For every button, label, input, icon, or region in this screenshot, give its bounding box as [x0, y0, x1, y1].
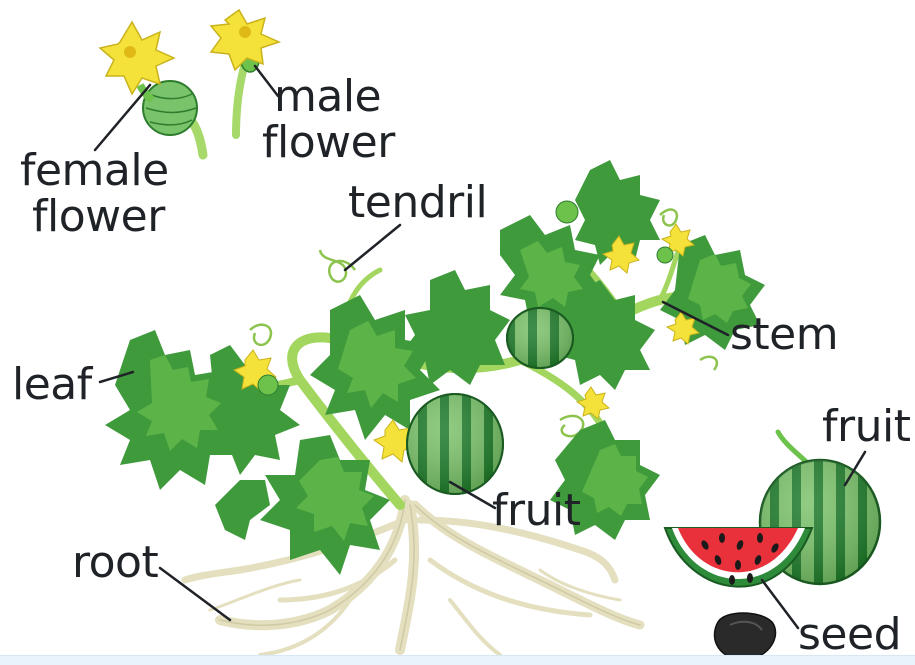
pointer-tendril: [345, 225, 400, 270]
label-root: root: [72, 540, 158, 586]
label-fruit-side: fruit: [822, 404, 910, 450]
label-male-flower-line2: flower: [262, 120, 395, 166]
label-leaf: leaf: [12, 362, 92, 408]
label-female-flower: female flower: [20, 148, 169, 240]
bottom-strip: [0, 655, 915, 665]
pointer-female-flower: [95, 85, 150, 150]
label-female-flower-line1: female: [20, 148, 169, 194]
label-stem: stem: [730, 312, 838, 358]
seed-illustration: [714, 613, 775, 660]
female-flower-illustration: [100, 22, 203, 155]
label-fruit-plant: fruit: [492, 488, 580, 534]
label-seed: seed: [798, 612, 901, 658]
watermelon-slice-illustration: [665, 528, 812, 587]
label-male-flower: male flower: [262, 74, 395, 166]
label-male-flower-line1: male: [274, 74, 395, 120]
label-female-flower-line2: flower: [32, 194, 169, 240]
label-tendril: tendril: [348, 180, 487, 226]
